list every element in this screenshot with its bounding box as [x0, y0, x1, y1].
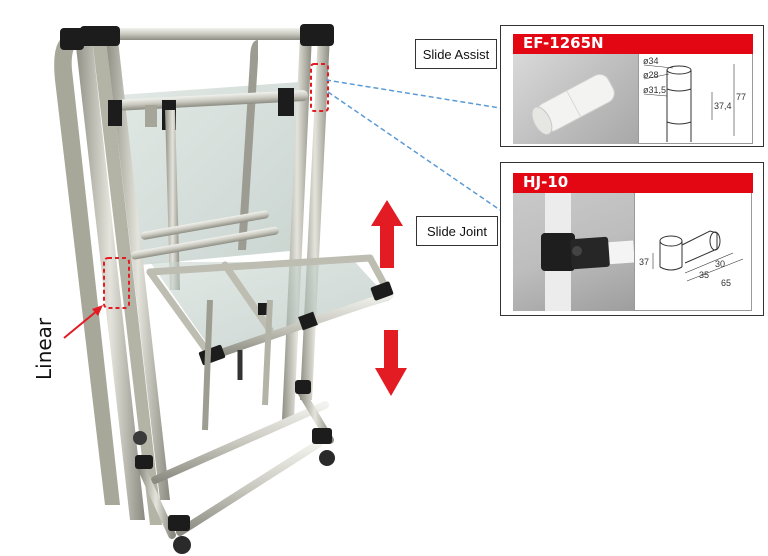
- slide-joint-label-text: Slide Joint: [427, 223, 487, 239]
- dim-offset-a: 35: [699, 270, 709, 280]
- product-code: EF-1265N: [523, 34, 604, 52]
- product-photo: [513, 54, 638, 144]
- arrow-down-icon: [375, 330, 407, 396]
- product-code-header: HJ-10: [513, 173, 753, 193]
- slide-assist-label: Slide Assist: [415, 39, 497, 69]
- sleeve-dimension-drawing: ø34 ø28 ø31,5 37,4 77: [643, 56, 746, 142]
- sleeve-photo-icon: [531, 73, 615, 135]
- dim-height: 37: [639, 257, 649, 267]
- dim-inner-diameter: ø28: [643, 70, 659, 80]
- dim-mid-diameter: ø31,5: [643, 85, 666, 95]
- dim-outer-diameter: ø34: [643, 56, 659, 66]
- product-card-ef-1265n: EF-1265N ø34 ø28 ø31,5 37,4 77: [500, 25, 764, 147]
- product-card-hj-10: HJ-10 37 35 30 65: [500, 162, 764, 316]
- dim-section-length: 37,4: [714, 101, 732, 111]
- linear-label: Linear: [32, 317, 56, 380]
- dim-total-length: 65: [721, 278, 731, 288]
- joint-photo-icon: [541, 193, 634, 311]
- technical-drawing: 37 35 30 65: [634, 193, 752, 311]
- slide-assist-label-text: Slide Assist: [422, 46, 490, 62]
- slide-joint-label: Slide Joint: [416, 216, 498, 246]
- product-code: HJ-10: [523, 173, 569, 191]
- product-code-header: EF-1265N: [513, 34, 753, 54]
- product-photo: [513, 193, 634, 311]
- technical-drawing: ø34 ø28 ø31,5 37,4 77: [638, 54, 753, 144]
- joint-dimension-drawing: 37 35 30 65: [639, 230, 744, 288]
- arrow-up-icon: [371, 200, 403, 268]
- dim-total-length: 77: [736, 92, 746, 102]
- dim-offset-b: 30: [715, 259, 725, 269]
